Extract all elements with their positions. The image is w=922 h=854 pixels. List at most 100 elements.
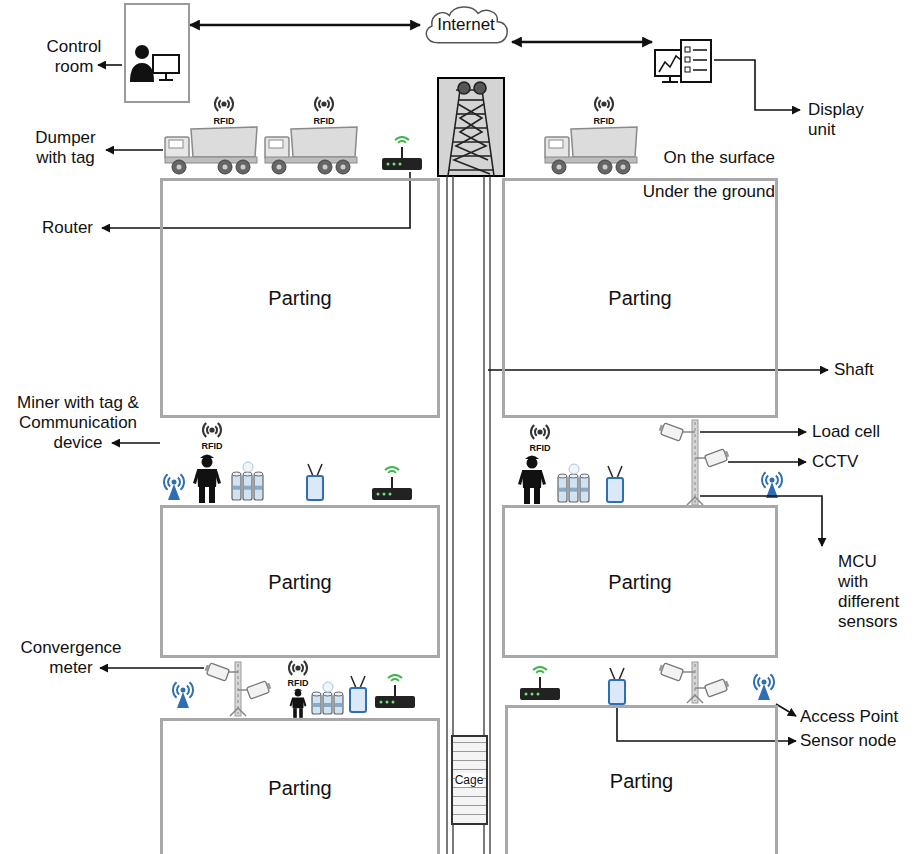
truck-wheel: [218, 160, 232, 174]
router-icon: [382, 137, 422, 170]
cylinder-band: [335, 703, 342, 707]
access-point-icon: [173, 682, 193, 708]
sensor-antenna: [351, 676, 356, 688]
cylinder-body: [254, 474, 263, 500]
truck-dump-body: [291, 127, 357, 157]
radio-wave: [187, 685, 189, 694]
gas-bubble: [569, 464, 579, 474]
cylinder-top: [334, 692, 343, 696]
rfid-symbol: [289, 661, 307, 675]
pole-base: [687, 497, 703, 505]
radio-wave: [762, 472, 766, 487]
miner-leg: [209, 487, 215, 503]
router-light: [392, 701, 395, 704]
cylinder-body: [334, 694, 343, 714]
truck-hub: [177, 165, 182, 170]
operator-body: [130, 63, 154, 82]
radio-wave: [768, 677, 770, 686]
miner-arm: [518, 471, 524, 485]
cylinder-band: [324, 703, 331, 707]
router-antenna: [391, 477, 393, 488]
truck-hub: [223, 165, 228, 170]
cylinder-body: [580, 476, 589, 502]
rfid-wave: [535, 428, 537, 436]
cylinder-top: [232, 472, 241, 476]
radio-wave: [168, 477, 170, 486]
tag-label: RFID: [198, 441, 226, 451]
truck-dump-body: [571, 127, 637, 157]
rfid-wave: [289, 661, 292, 675]
callout-label: Load cell: [812, 422, 880, 442]
cylinder-band: [581, 488, 588, 492]
parting-block: Parting: [160, 505, 440, 658]
tower-bracing: [454, 104, 490, 174]
pole-base: [687, 695, 703, 703]
sensor-antenna: [610, 668, 615, 680]
display-clipboard: [681, 40, 711, 82]
checklist-box: [685, 67, 690, 72]
leader-line: [714, 60, 800, 110]
truck-wheel: [598, 160, 612, 174]
node-caption: Display unit: [808, 100, 872, 140]
wifi-wave: [388, 675, 402, 678]
leader-line: [106, 149, 163, 151]
rfid-wave: [595, 97, 598, 111]
cylinder-body: [569, 476, 578, 502]
rfid-wave: [543, 428, 545, 436]
cctv-camera: [705, 678, 731, 697]
cylinder-band: [255, 486, 262, 490]
sensor-body: [609, 680, 625, 704]
wifi-wave: [398, 141, 406, 143]
checklist-line: [693, 49, 707, 51]
sensor-antenna: [360, 676, 365, 688]
truck-hub: [557, 165, 562, 170]
cage-box: Cage: [451, 735, 488, 825]
rfid-wave: [304, 661, 307, 675]
callout-label: Access Point: [800, 707, 898, 727]
miner-leg: [293, 708, 297, 718]
leader-line: [112, 442, 160, 444]
dumper-truck: [265, 127, 357, 174]
callout-label: Miner with tag & Communication device: [15, 393, 141, 453]
rfid-symbol: [215, 97, 233, 111]
router-light: [537, 693, 540, 696]
miner-body: [197, 469, 217, 487]
router-light: [380, 701, 383, 704]
radio-wave: [178, 477, 180, 486]
sensor-node-icon: [350, 676, 366, 712]
display-unit-icon: Display unit: [652, 38, 714, 98]
router-light: [525, 693, 528, 696]
leader-line: [700, 496, 822, 546]
miner-arm: [215, 470, 221, 484]
double-arrow-connector: [190, 24, 420, 26]
rfid-dot: [221, 101, 226, 106]
truck-wheel: [272, 160, 286, 174]
cctv-camera: [247, 680, 273, 699]
rfid-symbol: [595, 97, 613, 111]
node-text: Parting: [268, 286, 331, 310]
rfid-dot: [537, 429, 542, 434]
zone-label: On the surface: [645, 148, 775, 168]
cylinder-top: [312, 692, 321, 696]
display-stand: [662, 76, 678, 82]
rfid-wave: [219, 100, 221, 108]
radio-wave: [776, 475, 778, 484]
access-point-dot: [181, 688, 186, 693]
cloud-outline: [426, 7, 507, 43]
sensor-antenna: [619, 668, 624, 680]
callout-label: Shaft: [834, 360, 874, 380]
truck-hub: [323, 165, 328, 170]
cylinder-top: [243, 472, 252, 476]
radio-wave: [770, 674, 774, 689]
display-chart: [659, 56, 681, 72]
camera-lens: [724, 681, 729, 688]
rfid-dot: [295, 665, 300, 670]
pole-base: [230, 708, 246, 716]
tag-label: RFID: [284, 678, 312, 688]
leader-line: [728, 461, 806, 463]
radio-wave: [189, 682, 193, 697]
tag-label: RFID: [310, 116, 338, 126]
router-body: [520, 688, 560, 700]
truck-window: [549, 140, 563, 148]
